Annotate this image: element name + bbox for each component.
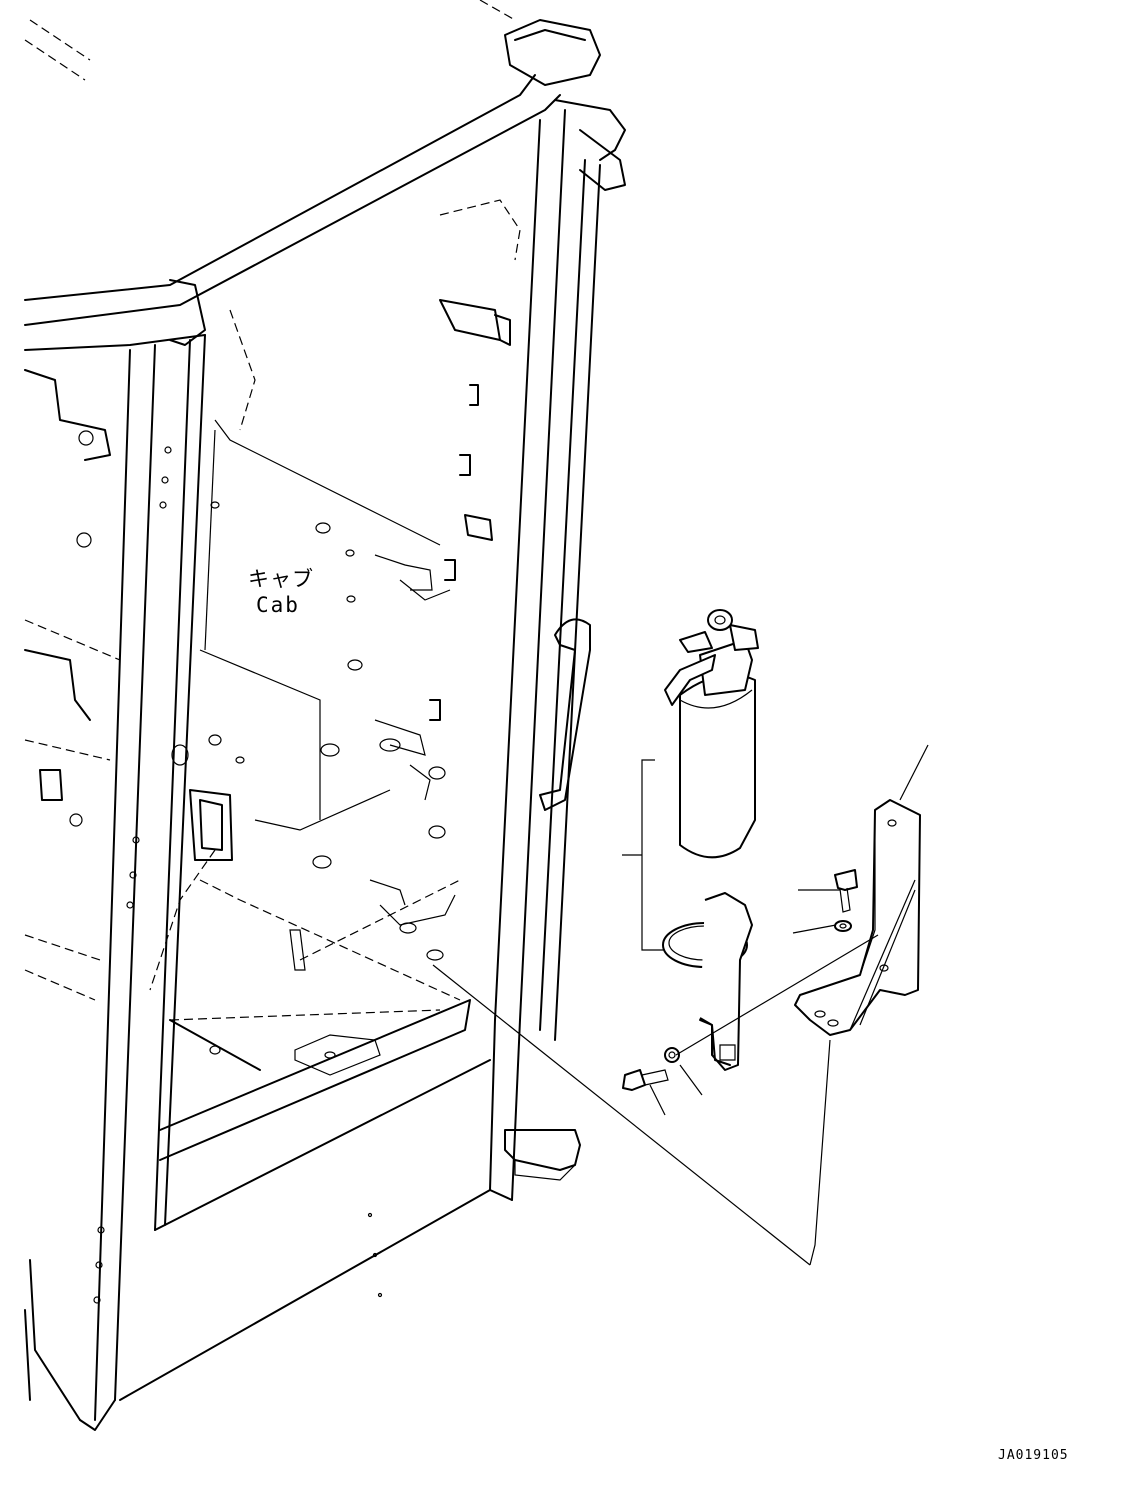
extinguisher-clamp xyxy=(662,892,753,1071)
leader-lines xyxy=(432,744,929,1266)
cab-label-english: Cab xyxy=(256,593,300,617)
drawing-id: JA019105 xyxy=(998,1448,1069,1463)
pillar-holes xyxy=(69,430,172,1304)
cab-label-japanese: キャブ xyxy=(248,567,314,591)
fire-extinguisher xyxy=(664,609,759,859)
panel-fittings xyxy=(171,501,456,1076)
cab-frame xyxy=(24,0,626,1431)
lower-bracket xyxy=(504,1129,581,1171)
fasteners xyxy=(622,869,858,1091)
mounting-bracket xyxy=(794,799,921,1036)
door-handle xyxy=(539,618,591,811)
door-hinges xyxy=(189,299,511,861)
